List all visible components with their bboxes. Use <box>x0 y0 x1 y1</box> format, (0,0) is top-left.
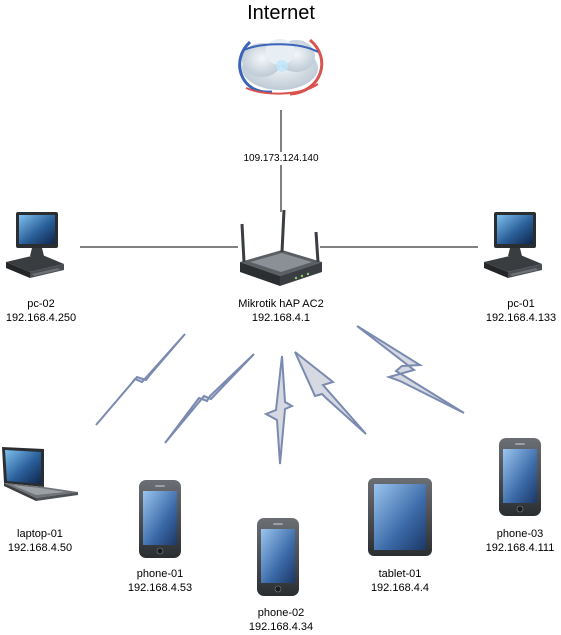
device-ip: 192.168.4.34 <box>248 621 314 633</box>
device-name: tablet-01 <box>378 568 422 580</box>
phone01-label: phone-01 192.168.4.53 <box>128 567 192 595</box>
phone02-label: phone-02 192.168.4.34 <box>249 606 313 634</box>
device-name: pc-01 <box>507 298 535 310</box>
device-ip: 192.168.4.250 <box>5 312 77 324</box>
device-name: laptop-01 <box>17 528 63 540</box>
router-label: Mikrotik hAP AC2 192.168.4.1 <box>238 297 323 325</box>
pc02-label: pc-02 192.168.4.250 <box>6 297 76 325</box>
wireless-bolt-icon <box>294 351 367 435</box>
router-icon <box>240 209 322 286</box>
desktop-pc-icon <box>484 212 542 278</box>
smartphone-icon <box>256 517 300 597</box>
phone03-label: phone-03 192.168.4.111 <box>486 527 555 555</box>
wireless-bolt-icon <box>356 325 465 414</box>
device-ip: 192.168.4.133 <box>485 312 557 324</box>
device-ip: 192.168.4.4 <box>370 582 430 594</box>
router-ip: 192.168.4.1 <box>251 312 311 324</box>
smartphone-icon <box>138 479 182 559</box>
device-ip: 192.168.4.53 <box>127 582 193 594</box>
desktop-pc-icon <box>6 212 64 278</box>
internet-title: Internet <box>247 2 315 24</box>
wireless-bolt-icon <box>95 333 186 426</box>
wireless-bolt-icon <box>164 353 255 444</box>
tablet-icon <box>368 478 432 556</box>
pc01-label: pc-01 192.168.4.133 <box>486 297 556 325</box>
device-name: phone-02 <box>257 607 305 619</box>
device-ip: 192.168.4.111 <box>485 542 555 554</box>
device-name: phone-01 <box>136 568 184 580</box>
wan-ip-label: 109.173.124.140 <box>243 152 319 165</box>
device-name: phone-03 <box>496 528 544 540</box>
wireless-bolt-icon <box>263 355 295 465</box>
tablet01-label: tablet-01 192.168.4.4 <box>371 567 429 595</box>
cloud-icon <box>238 38 324 96</box>
device-name: pc-02 <box>27 298 55 310</box>
device-ip: 192.168.4.50 <box>7 542 73 554</box>
router-name: Mikrotik hAP AC2 <box>238 298 324 310</box>
smartphone-icon <box>498 437 542 517</box>
laptop01-label: laptop-01 192.168.4.50 <box>8 527 72 555</box>
laptop-icon <box>2 447 78 501</box>
